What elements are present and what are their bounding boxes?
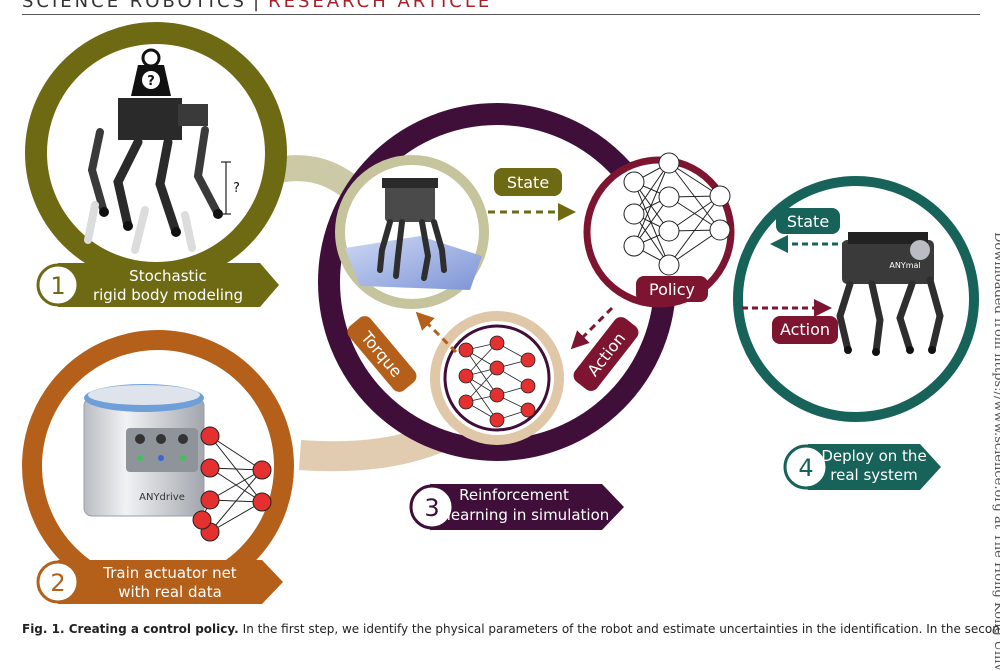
dimension-mark: ? bbox=[233, 181, 240, 196]
actuator-drive: ANYdrive bbox=[83, 384, 205, 517]
state-real-label: State bbox=[787, 212, 829, 231]
figure-diagram: ? ? 1 Stochastic rigid body modeling bbox=[22, 22, 979, 604]
weight-icon: ? bbox=[131, 48, 171, 96]
step1-tag: 1 Stochastic rigid body modeling bbox=[36, 263, 279, 307]
step4-circle: State Action ANYmal bbox=[733, 176, 979, 422]
state-label: State bbox=[507, 173, 549, 192]
download-notice: Downloaded from https://www.science.org … bbox=[991, 232, 1000, 671]
step4-line2: real system bbox=[830, 466, 917, 484]
rigid-body-robot: ? bbox=[84, 98, 240, 254]
actuator-net-icon bbox=[192, 426, 272, 542]
policy-net-icon bbox=[623, 152, 731, 276]
article-type: RESEARCH ARTICLE bbox=[268, 0, 493, 12]
drive-label: ANYdrive bbox=[139, 492, 185, 503]
journal-name: SCIENCE ROBOTICS bbox=[22, 0, 247, 12]
step3-line1: Reinforcement bbox=[459, 486, 569, 504]
header-separator: | bbox=[252, 0, 263, 12]
step4-tag: 4 Deploy on the real system bbox=[783, 444, 941, 490]
step1-circle: ? ? bbox=[25, 22, 287, 284]
caption-title: Fig. 1. Creating a control policy. bbox=[22, 622, 239, 636]
step2-circle: ANYdrive bbox=[22, 330, 294, 602]
real-robot: ANYmal bbox=[836, 232, 944, 356]
caption-text: In the first step, we identify the physi… bbox=[242, 622, 1000, 636]
step1-number: 1 bbox=[50, 272, 65, 300]
step2-tag: 2 Train actuator net with real data bbox=[36, 560, 283, 604]
step3-tag: 3 Reinforcement learning in simulation bbox=[409, 484, 624, 530]
simulation-robot-circle bbox=[335, 155, 489, 309]
weight-mark: ? bbox=[147, 74, 155, 89]
step4-line1: Deploy on the bbox=[821, 447, 926, 465]
download-notice-text: Downloaded from https://www.science.org … bbox=[991, 232, 1000, 671]
policy-label-box bbox=[636, 276, 708, 302]
policy-label: Policy bbox=[649, 280, 695, 299]
action-real-label: Action bbox=[780, 320, 830, 339]
robot-label: ANYmal bbox=[889, 261, 920, 270]
journal-header: SCIENCE ROBOTICS | RESEARCH ARTICLE bbox=[22, 0, 492, 12]
step3-line2: learning in simulation bbox=[447, 506, 610, 524]
figure-caption: Fig. 1. Creating a control policy.In the… bbox=[22, 622, 1000, 636]
step1-line2: rigid body modeling bbox=[93, 286, 243, 304]
step4-number: 4 bbox=[798, 454, 813, 482]
step1-line1: Stochastic bbox=[129, 267, 207, 285]
step2-line1: Train actuator net bbox=[102, 564, 237, 582]
inner-net-icon bbox=[458, 335, 536, 428]
policy-circle: Policy bbox=[583, 152, 735, 308]
step2-line2: with real data bbox=[118, 583, 222, 601]
step2-number: 2 bbox=[50, 569, 65, 597]
state-arrow: State bbox=[488, 168, 576, 221]
step3-number: 3 bbox=[424, 494, 439, 522]
actuator-net-circle bbox=[430, 311, 564, 445]
header-rule bbox=[22, 14, 980, 15]
